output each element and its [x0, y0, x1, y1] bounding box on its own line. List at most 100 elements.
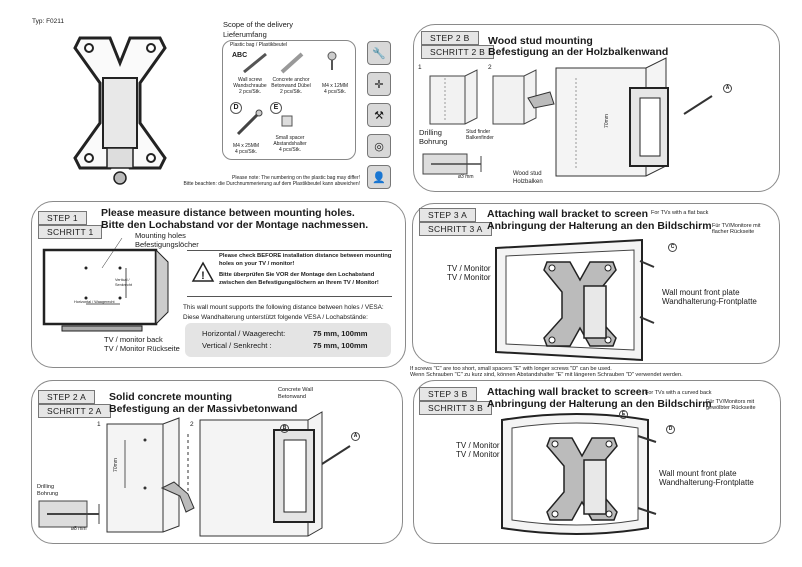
spacer-note-en: If screws "C" are too short, small space… — [410, 366, 612, 372]
step2b-wall-1 — [429, 69, 478, 125]
step2a-drilling-de: Bohrung — [37, 491, 59, 497]
step2b-wood-stud — [555, 57, 669, 177]
step2a-tag-de: SCHRITT 2 A — [38, 404, 111, 418]
drill-icon: ⚒ — [367, 103, 391, 127]
step3a-tv-illustration — [495, 238, 643, 362]
step3a-tv-en: TV / Monitor — [447, 264, 491, 273]
vertical-small-label: Vertical / Senkrecht — [115, 278, 133, 287]
step2a-divider — [187, 434, 189, 494]
wood-stud-label: Wood stud — [513, 171, 542, 177]
step2b-drilling-de: Bohrung — [419, 137, 448, 146]
step3b-title-de: Anbringung der Halterung an den Bildschi… — [487, 398, 712, 410]
horizontal-small-label: Horizontal / Waagerecht — [74, 300, 115, 304]
wrench-icon: 🔧 — [367, 41, 391, 65]
step2a-drill — [160, 481, 195, 513]
step3b-tv-de: TV / Monitor — [456, 450, 500, 459]
step2a-letter-b: B — [280, 424, 289, 433]
stud-finder-icon: ◎ — [367, 134, 391, 158]
step2a-num2: 2 — [190, 421, 194, 428]
vesa-horizontal-value: 75 mm, 100mm — [313, 329, 368, 338]
step2b-drill-detail — [422, 153, 482, 175]
tv-back-label: TV / monitor back — [104, 335, 163, 344]
step3a-tag-en: STEP 3 A — [419, 208, 477, 222]
stud-finder-label: Stud finder — [466, 129, 491, 135]
step3b-tv-illustration — [501, 413, 649, 535]
step2a-num1: 1 — [97, 421, 101, 428]
spacer-note-de: Wenn Schrauben "C" zu kurz sind, können … — [410, 372, 683, 378]
warning-divider-2 — [187, 296, 392, 297]
stud-finder-label-de: Balkenfinder — [466, 135, 494, 141]
step3b-curved-en: For TVs with a curved back — [645, 390, 712, 396]
step3a-letter-c: C — [668, 243, 677, 252]
step2b-num1: 1 — [418, 64, 422, 71]
scope-title-en: Scope of the delivery — [223, 20, 294, 29]
type-label: Typ: F0211 — [32, 18, 65, 25]
step2a-wall-1 — [106, 417, 180, 533]
step2a-dim: 70mm — [112, 458, 119, 472]
scope-note-en: Please note: The numbering on the plasti… — [232, 175, 360, 181]
bolt-m4-12-icon — [327, 51, 337, 70]
mounting-holes-label: Mounting holes — [135, 231, 186, 240]
concrete-wall-label: Concrete Wall — [278, 387, 313, 393]
step3b-screws — [637, 435, 657, 515]
step3b-tag-en: STEP 3 B — [419, 387, 477, 401]
step2a-dia: ø8 mm — [71, 526, 87, 532]
mounting-holes-label-de: Befestigungslöcher — [135, 240, 199, 249]
step2b-wall-2 — [492, 69, 555, 125]
tv-back-label-de: TV / Monitor Rückseite — [104, 344, 180, 353]
warning-icon: ! — [191, 261, 215, 282]
step3a-plate-de: Wandhalterung-Frontplatte — [662, 297, 757, 306]
step3b-title-en: Attaching wall bracket to screen — [487, 386, 649, 398]
scope-title-de: Lieferumfang — [223, 30, 267, 39]
warn-en: Please check BEFORE installation distanc… — [219, 253, 392, 267]
tv-back-diagram — [42, 237, 169, 332]
step2a-drilling: Drilling — [37, 484, 55, 490]
vesa-vertical-value: 75 mm, 100mm — [313, 341, 368, 350]
step3b-tv-en: TV / Monitor — [456, 441, 500, 450]
scope-note-de: Bitte beachten: die Durchnummerierung au… — [183, 181, 361, 187]
step3a-title-en: Attaching wall bracket to screen — [487, 208, 649, 220]
step3a-tag-de: SCHRITT 3 A — [419, 222, 492, 236]
step3a-plate-en: Wall mount front plate — [662, 288, 740, 297]
concrete-wall-label-de: Betonwand — [278, 394, 306, 400]
step1-title-de: Bitte den Lochabstand vor der Montage na… — [101, 219, 369, 231]
step2b-screw-a — [683, 95, 713, 115]
step2b-title-de: Befestigung an der Holzbalkenwand — [488, 46, 669, 58]
vesa-vertical-label: Vertical / Senkrecht : — [202, 341, 272, 350]
person-icon: 👤 — [367, 165, 391, 189]
vesa-horizontal-label: Horizontal / Waagerecht: — [202, 329, 286, 338]
step3b-tag-de: SCHRITT 3 B — [419, 401, 493, 415]
step3a-title-de: Anbringung der Halterung an den Bildschi… — [487, 220, 712, 232]
step3b-curved-de: Für TV/Monitors mit gewölbter Rückseite — [706, 399, 756, 411]
step2b-dim: 70mm — [603, 114, 610, 128]
step3b-plate-de: Wandhalterung-Frontplatte — [659, 478, 754, 487]
bag-label: Plastic bag / Plastikbeutel — [230, 42, 287, 48]
step2b-title-en: Wood stud mounting — [488, 35, 593, 47]
step1-tag-en: STEP 1 — [38, 211, 87, 225]
step1-title-en: Please measure distance between mounting… — [101, 207, 355, 219]
support-de: Diese Wandhalterung unterstützt folgende… — [183, 314, 368, 321]
step2b-letter-a: A — [723, 84, 732, 93]
spacer-icon — [281, 115, 293, 127]
anchor-icon — [280, 52, 304, 74]
step2a-title-en: Solid concrete mounting — [109, 391, 233, 403]
warning-divider — [187, 250, 392, 251]
step2a-title-de: Befestigung an der Massivbetonwand — [109, 403, 298, 415]
support-en: This wall mount supports the following d… — [183, 304, 384, 311]
step3a-flat-en: For TVs with a flat back — [651, 210, 709, 216]
vesa-box — [185, 323, 391, 357]
step3b-letter-d: D — [666, 425, 675, 434]
step3a-screws — [639, 260, 655, 324]
step3a-flat-de: Für TV/Monitore mit flacher Rückseite — [712, 223, 761, 235]
screwdriver-icon: ✛ — [367, 72, 391, 96]
step3a-tv-de: TV / Monitor — [447, 273, 491, 282]
abc-letters: ABC — [232, 52, 248, 59]
step2b-dia: ø3 mm — [458, 174, 474, 180]
warn-de: Bitte überprüfen Sie VOR der Montage den… — [219, 272, 379, 286]
step2b-tag-en: STEP 2 B — [421, 31, 479, 45]
